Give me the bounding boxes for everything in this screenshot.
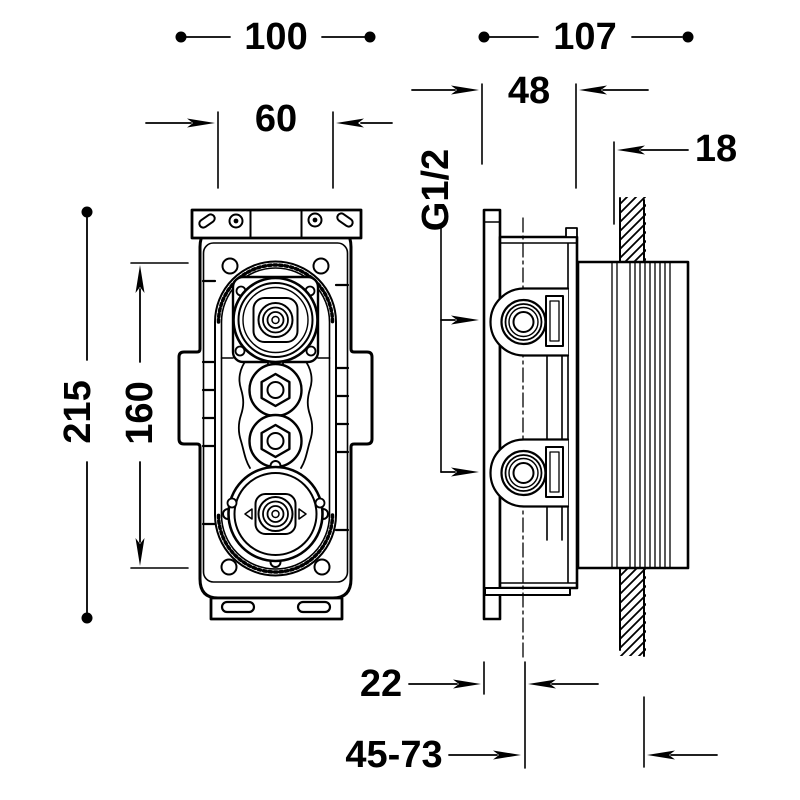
- mounting-plate-side: [482, 208, 502, 621]
- hex-connection-lower: [248, 413, 303, 469]
- wall-hatch-lower: [619, 567, 646, 657]
- dim-label-45-73: 45-73: [345, 734, 442, 776]
- dim-thread-size: G1/2: [415, 149, 479, 477]
- dim-front-overall-height: 215: [57, 206, 99, 624]
- inlet-port-upper: [489, 287, 570, 357]
- hex-connection-upper: [248, 362, 303, 418]
- dim-label-thread: G1/2: [415, 149, 457, 231]
- wall-hatch-upper: [619, 197, 646, 263]
- front-view: [177, 208, 374, 621]
- dim-label-100: 100: [244, 16, 307, 58]
- inner-wall-outline: [202, 242, 349, 583]
- rib-marks: [201, 279, 350, 532]
- dim-label-215: 215: [57, 380, 99, 443]
- valve-body-side: [484, 227, 579, 596]
- side-view: [482, 197, 690, 659]
- dim-label-60: 60: [255, 98, 297, 140]
- dim-front-overall-width: 100: [175, 16, 376, 58]
- dim-front-mounting-hole-spacing: 160: [119, 262, 189, 569]
- bottom-mounting-bracket: [209, 596, 344, 621]
- bottom-cartridge: [222, 460, 329, 568]
- dim-side-installation-depth-range: 45-73: [345, 696, 718, 776]
- dim-front-bracket-hole-spacing: 60: [145, 98, 393, 189]
- dim-side-body-depth: 48: [411, 70, 649, 189]
- top-mounting-bracket: [190, 208, 363, 240]
- protection-sleeve: [576, 260, 690, 570]
- dim-label-107: 107: [553, 16, 616, 58]
- dim-side-overall-depth: 107: [478, 16, 694, 58]
- dim-label-160: 160: [119, 381, 161, 444]
- inner-contour: [237, 358, 314, 469]
- dim-label-22: 22: [360, 663, 402, 705]
- dim-side-wall-min-depth: 18: [613, 128, 737, 225]
- dim-side-plate-to-pipe-axis: 22: [360, 661, 599, 769]
- corner-mounting-holes: [220, 257, 331, 576]
- top-cartridge: [231, 275, 320, 367]
- dim-label-48: 48: [508, 70, 550, 112]
- inlet-port-lower: [489, 438, 570, 508]
- dim-label-18: 18: [695, 128, 737, 170]
